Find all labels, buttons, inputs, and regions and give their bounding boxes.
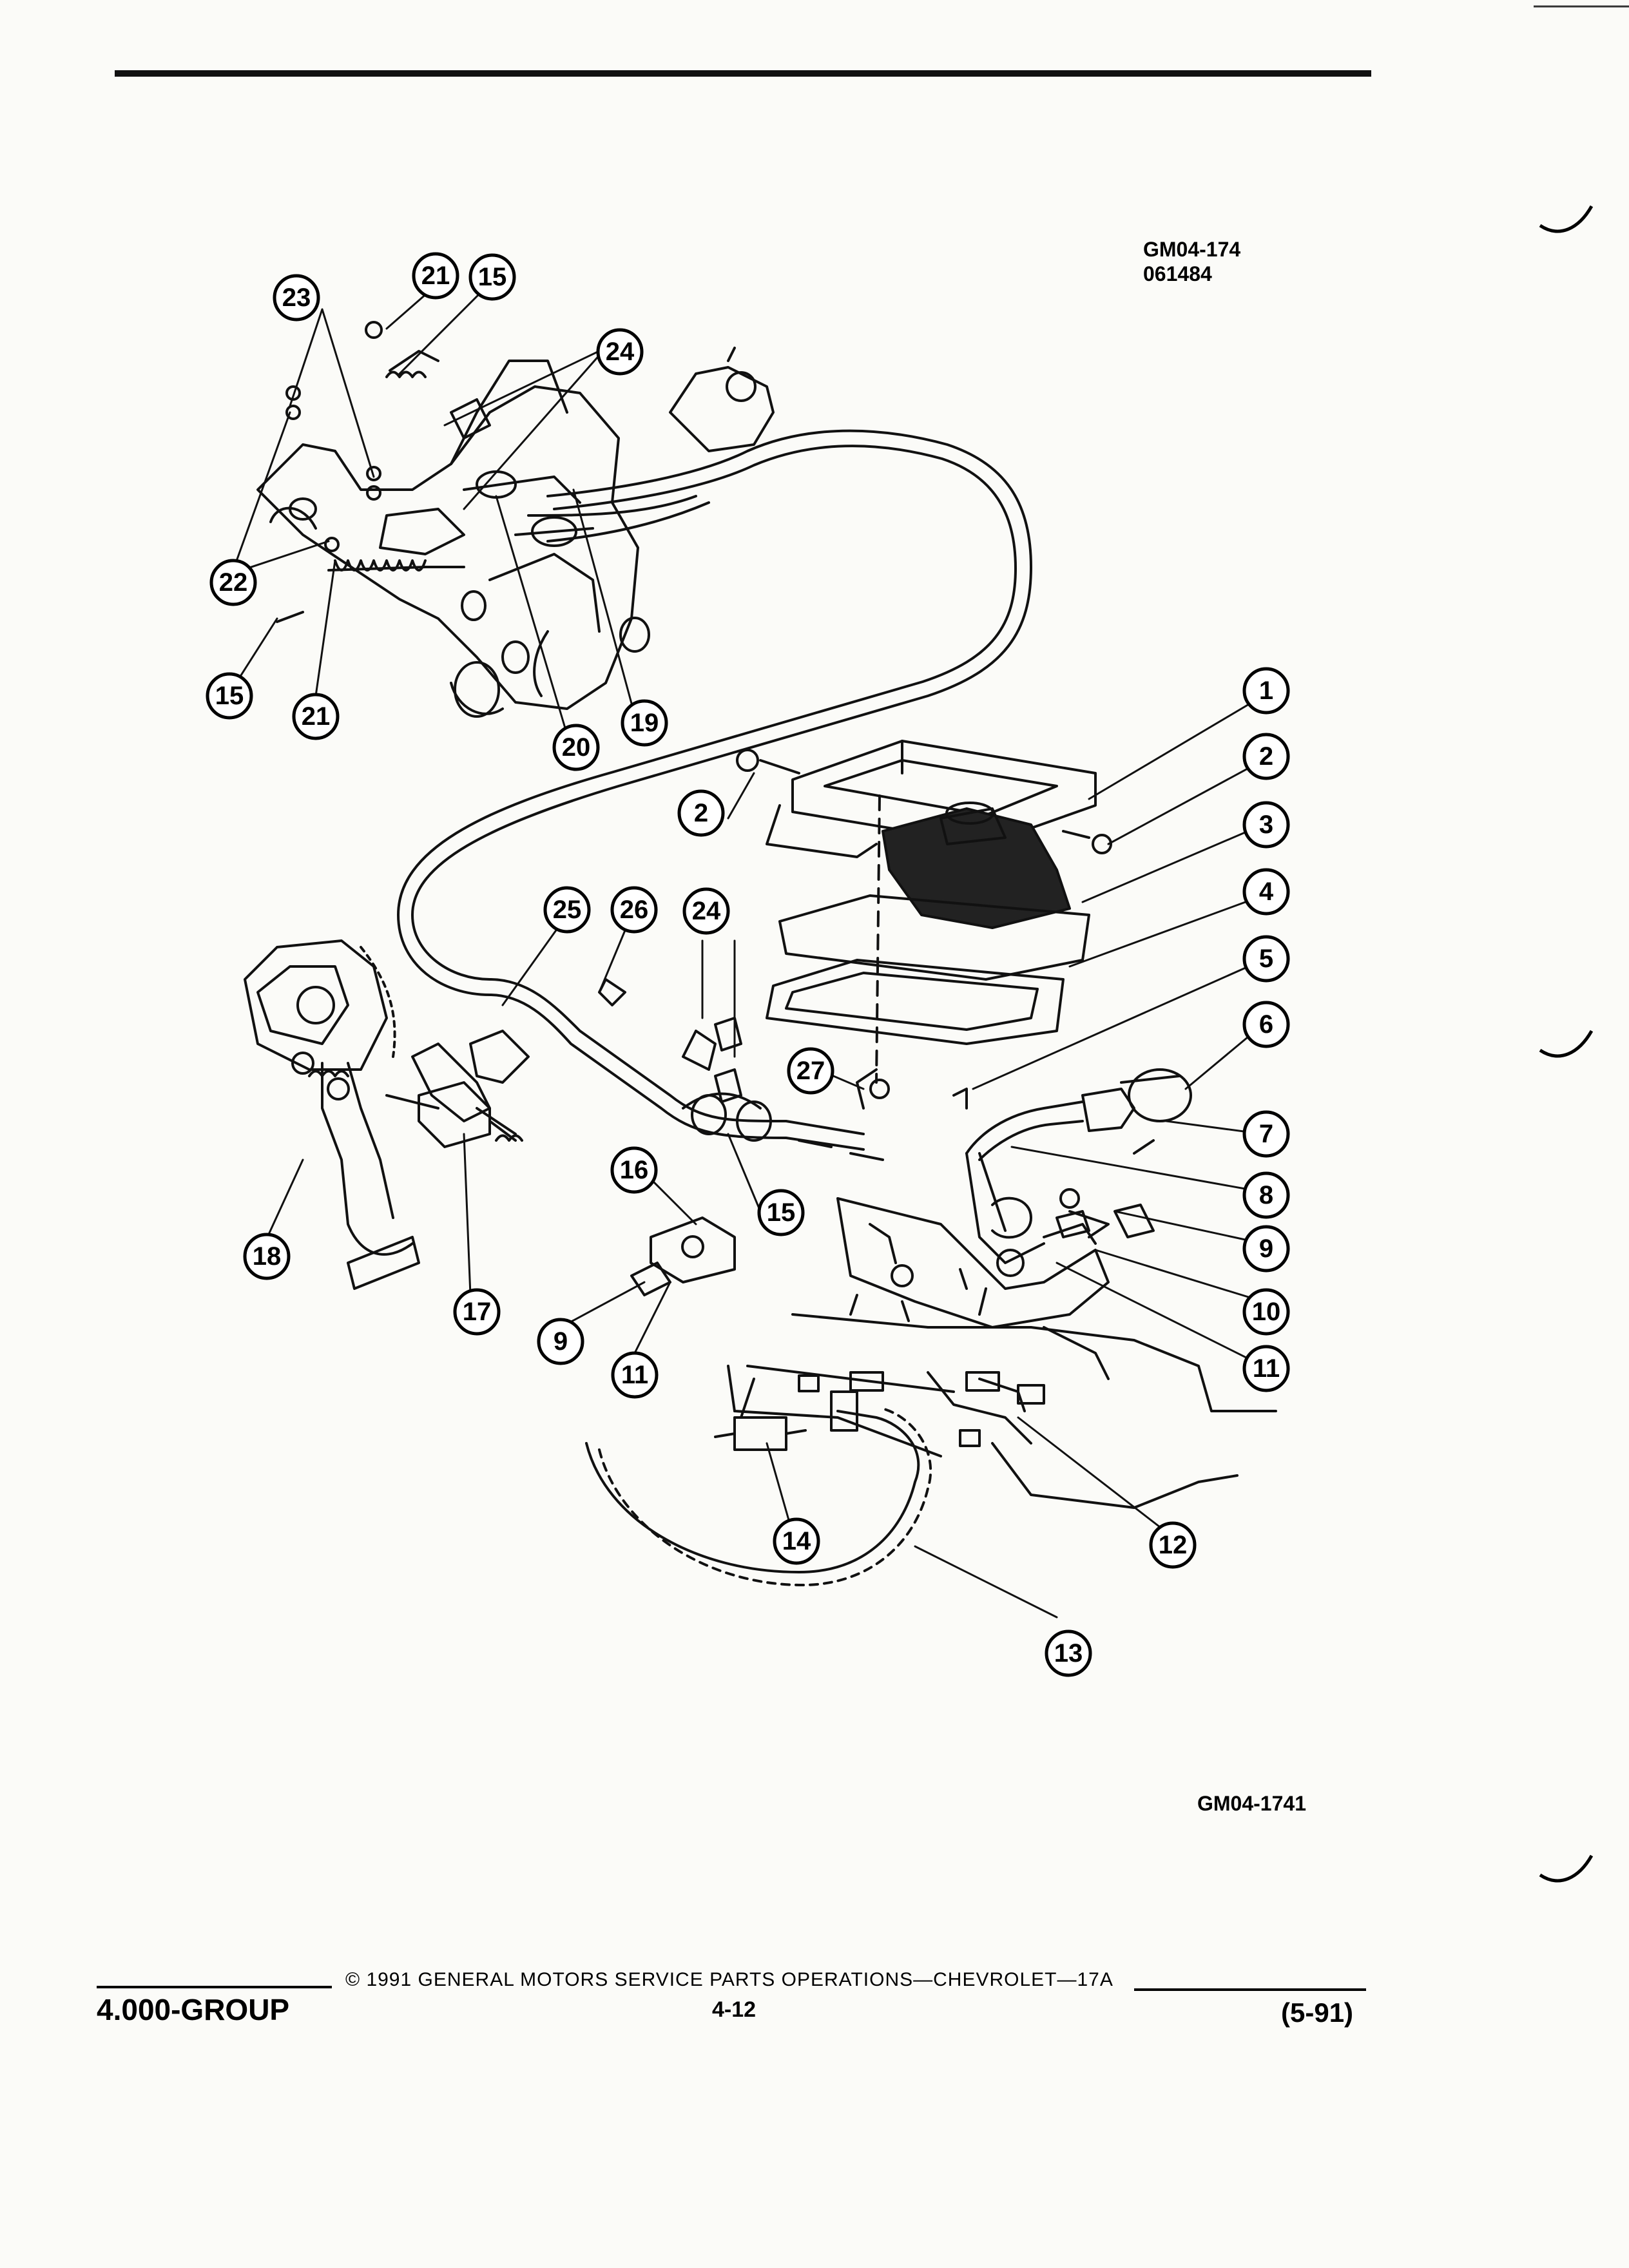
callout-16: 16 <box>610 1146 658 1194</box>
callout-1: 1 <box>1242 667 1290 715</box>
callout-9b: 9 <box>537 1318 584 1365</box>
callout-14-number: 14 <box>782 1527 811 1555</box>
callout-2a-number: 2 <box>1259 742 1273 771</box>
footer-rule-left <box>97 1986 332 1988</box>
callout-24b-number: 24 <box>692 897 721 925</box>
callout-12: 12 <box>1149 1521 1197 1569</box>
callout-15b: 15 <box>206 672 253 720</box>
binding-mark-1 <box>1539 205 1594 233</box>
callout-26: 26 <box>610 886 658 934</box>
callout-9a: 9 <box>1242 1225 1290 1273</box>
callout-3-number: 3 <box>1259 811 1273 839</box>
callout-5-number: 5 <box>1259 945 1273 973</box>
callout-23-number: 23 <box>282 284 311 312</box>
footer-revision-date: (5-91) <box>1281 1997 1354 2028</box>
footer-copyright: © 1991 GENERAL MOTORS SERVICE PARTS OPER… <box>345 1969 1113 1990</box>
callout-13-number: 13 <box>1054 1639 1083 1667</box>
callout-24a: 24 <box>596 328 644 376</box>
callout-15b-number: 15 <box>215 682 244 710</box>
brackets-and-clips <box>598 978 1155 1296</box>
callout-21b-number: 21 <box>302 702 331 731</box>
shift-lever-assembly <box>836 1068 1192 1329</box>
callout-10-number: 10 <box>1252 1298 1281 1326</box>
callout-4-number: 4 <box>1259 878 1274 906</box>
callout-12-number: 12 <box>1159 1531 1188 1559</box>
callout-27-number: 27 <box>796 1057 825 1085</box>
callout-7-number: 7 <box>1259 1120 1273 1148</box>
callout-9b-number: 9 <box>554 1327 568 1356</box>
footer-rule-right <box>1134 1988 1366 1991</box>
figure-code-line-2: 061484 <box>1143 262 1212 285</box>
callout-1-number: 1 <box>1259 677 1273 705</box>
callout-15c: 15 <box>757 1189 805 1236</box>
clutch-pedal-assembly <box>244 939 523 1290</box>
callout-21a: 21 <box>412 252 459 300</box>
binding-mark-2 <box>1539 1030 1594 1058</box>
callout-22-number: 22 <box>219 568 248 597</box>
callout-20-number: 20 <box>562 733 591 762</box>
callout-22: 22 <box>209 559 257 606</box>
top-rule <box>115 70 1371 77</box>
callout-4: 4 <box>1242 868 1290 916</box>
callout-markers: 1 2 2 3 4 5 6 7 8 9 9 10 11 11 12 13 14 … <box>206 252 1290 1677</box>
callout-14: 14 <box>773 1517 820 1565</box>
callout-11b-number: 11 <box>621 1361 648 1389</box>
figure-code-line-1: GM04-174 <box>1143 238 1241 261</box>
floor-pan <box>733 1294 1277 1509</box>
callout-11b: 11 <box>611 1351 659 1399</box>
callout-16-number: 16 <box>620 1156 649 1184</box>
footer-page-number: 4-12 <box>712 1997 757 2022</box>
callout-27: 27 <box>787 1047 834 1095</box>
callout-11a-number: 11 <box>1253 1354 1280 1383</box>
callout-23: 23 <box>273 274 320 322</box>
callout-10: 10 <box>1242 1288 1290 1336</box>
figure-code-top: GM04-174 061484 <box>1143 237 1240 286</box>
callout-6: 6 <box>1242 1001 1290 1048</box>
callout-9a-number: 9 <box>1259 1235 1273 1263</box>
callout-18-number: 18 <box>253 1242 282 1271</box>
callout-26-number: 26 <box>620 896 649 924</box>
callout-2a: 2 <box>1242 733 1290 780</box>
callout-11a: 11 <box>1242 1345 1290 1392</box>
footer-group-label: 4.000-GROUP <box>97 1993 290 2026</box>
callout-19: 19 <box>621 699 668 747</box>
callout-18: 18 <box>243 1233 291 1280</box>
callout-21b: 21 <box>292 693 340 740</box>
callout-15a-number: 15 <box>478 263 507 291</box>
callout-25: 25 <box>543 886 591 934</box>
callout-8: 8 <box>1242 1171 1290 1219</box>
callout-7: 7 <box>1242 1110 1290 1158</box>
callout-19-number: 19 <box>630 709 659 737</box>
callout-17-number: 17 <box>463 1298 492 1326</box>
callout-21a-number: 21 <box>421 262 450 290</box>
callout-3: 3 <box>1242 801 1290 849</box>
callout-5: 5 <box>1242 935 1290 983</box>
callout-2b-number: 2 <box>694 799 708 827</box>
callout-2b: 2 <box>677 789 725 837</box>
callout-24b: 24 <box>682 887 730 935</box>
shifter-boot-stack <box>736 740 1112 1099</box>
callout-25-number: 25 <box>553 896 582 924</box>
callout-15c-number: 15 <box>767 1198 796 1227</box>
callout-20: 20 <box>552 724 600 771</box>
cable-housing <box>669 347 775 452</box>
callout-6-number: 6 <box>1259 1010 1273 1039</box>
callout-24a-number: 24 <box>606 338 635 366</box>
shift-cables <box>397 429 1032 1161</box>
engine-bracket-assembly <box>256 321 650 718</box>
callout-13: 13 <box>1045 1629 1092 1677</box>
corner-rule <box>1534 5 1629 8</box>
callout-8-number: 8 <box>1259 1181 1273 1209</box>
callout-15a: 15 <box>468 253 516 301</box>
callout-17: 17 <box>453 1288 501 1336</box>
figure-code-bottom: GM04-1741 <box>1197 1792 1306 1815</box>
wiring-harness <box>585 1365 932 1586</box>
binding-mark-3 <box>1539 1854 1594 1883</box>
